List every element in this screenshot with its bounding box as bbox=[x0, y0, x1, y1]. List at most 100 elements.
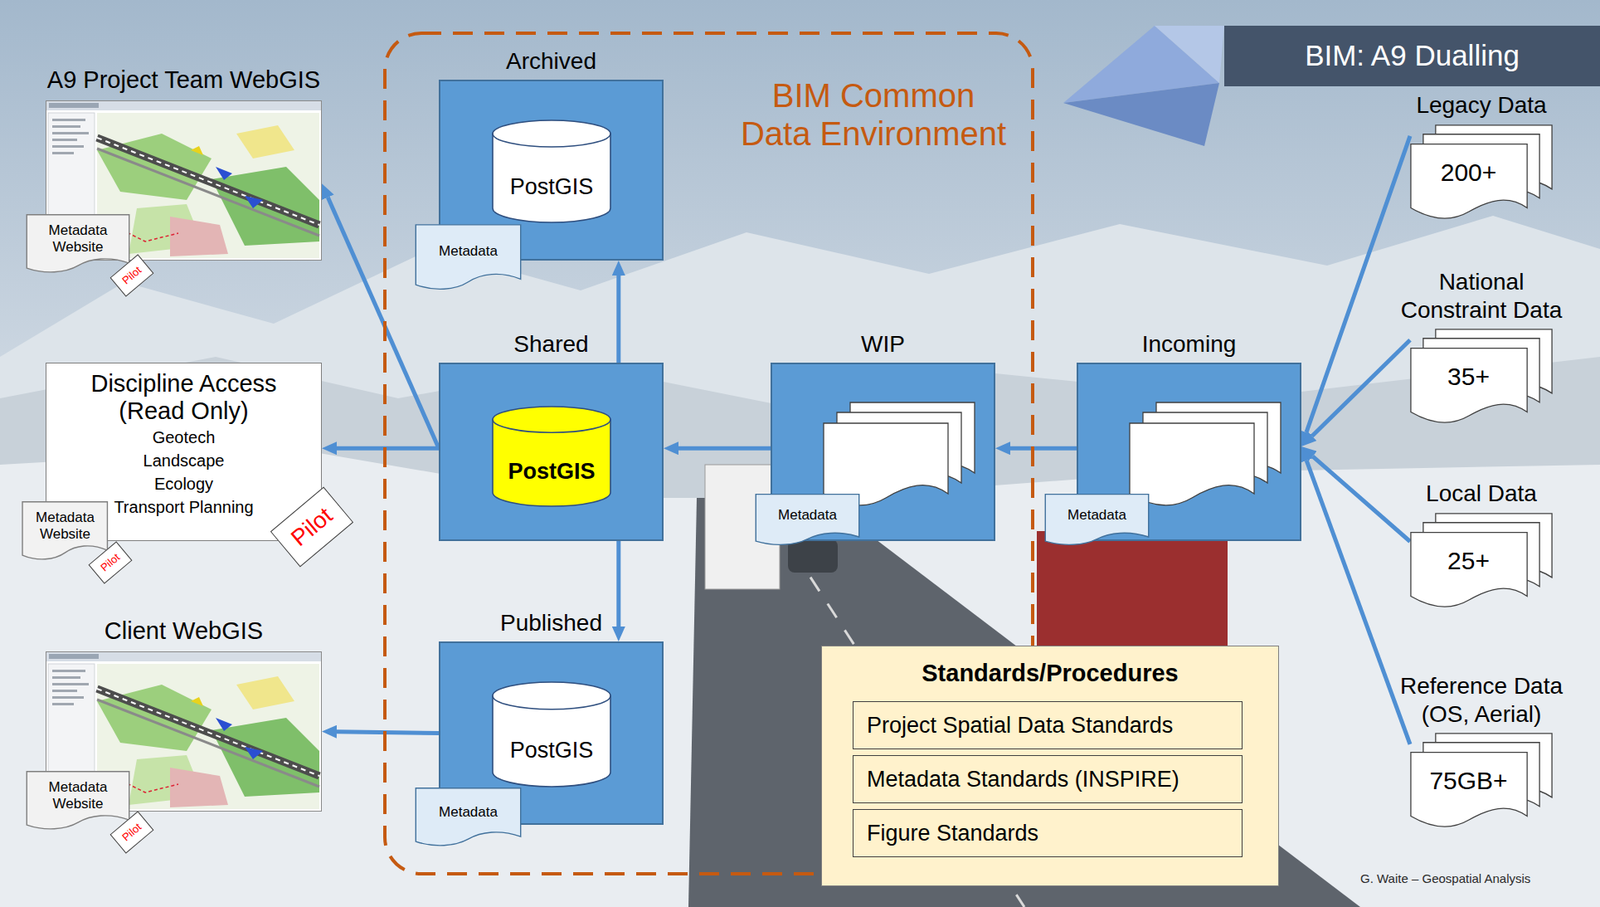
pilot-label: Pilot bbox=[285, 501, 339, 553]
access-text: Transport Planning bbox=[113, 495, 255, 519]
decor-path bbox=[97, 699, 320, 787]
decor-rect bbox=[52, 689, 78, 692]
decor-rect bbox=[45, 651, 322, 662]
decor-path bbox=[1129, 423, 1255, 506]
decor-ellipse bbox=[492, 406, 611, 433]
document-stack bbox=[1128, 401, 1282, 507]
source-text: Legacy Data bbox=[1390, 91, 1573, 120]
car bbox=[787, 539, 838, 573]
decor-rect bbox=[52, 702, 74, 706]
stage-box: WIPMetadata bbox=[770, 362, 996, 541]
metadata-document: Metadata bbox=[1044, 493, 1150, 548]
decor-rect bbox=[52, 675, 81, 679]
data-source-stack: Legacy Data200+ bbox=[1410, 124, 1553, 220]
decor-path bbox=[1045, 494, 1148, 545]
diagram-title: BIM: A9 Dualling bbox=[1304, 38, 1520, 73]
data-source-stack: Local Data25+ bbox=[1410, 512, 1553, 608]
metadata-website-label: Metadata Website bbox=[29, 778, 127, 812]
document-stack bbox=[822, 401, 976, 507]
decor-polygon bbox=[215, 717, 233, 731]
decor-path bbox=[97, 148, 320, 236]
decor-path bbox=[1410, 144, 1528, 219]
road bbox=[688, 497, 1361, 907]
database-label: PostGIS bbox=[509, 737, 595, 764]
stage-box: ArchivedPostGISMetadata bbox=[438, 79, 664, 261]
stage-box: IncomingMetadata bbox=[1076, 362, 1302, 541]
decor-rect bbox=[52, 125, 81, 128]
metadata-label: Metadata bbox=[418, 803, 519, 821]
decor-polygon bbox=[190, 696, 204, 706]
decor-rect bbox=[52, 118, 86, 122]
decor-polygon bbox=[215, 166, 233, 180]
decor-path bbox=[415, 224, 521, 290]
metadata-label: Metadata bbox=[1047, 506, 1147, 524]
stage-label: WIP bbox=[772, 330, 994, 358]
decor-ellipse bbox=[492, 120, 611, 147]
data-source-stack: National Constraint Data35+ bbox=[1410, 328, 1553, 424]
data-source-stack: Reference Data (OS, Aerial)75GB+ bbox=[1410, 732, 1553, 828]
pilot-label: Pilot bbox=[119, 820, 145, 845]
access-text: Ecology bbox=[153, 471, 214, 496]
stage-box: PublishedPostGISMetadata bbox=[438, 641, 664, 825]
flow-arrow bbox=[1313, 456, 1411, 542]
decor-rect bbox=[52, 145, 84, 148]
decor-polygon bbox=[236, 125, 295, 159]
postgis-database: PostGIS bbox=[491, 118, 613, 224]
flow-arrow bbox=[336, 731, 439, 734]
decor-path bbox=[823, 423, 949, 506]
database-label: PostGIS bbox=[509, 174, 595, 200]
region-title: BIM Common Data Environment bbox=[732, 76, 1015, 153]
metadata-document: Metadata bbox=[414, 787, 522, 849]
footer-holder: G. Waite – Geospatial Analysis bbox=[1360, 870, 1531, 886]
decor-polygon bbox=[170, 216, 229, 257]
flow-arrow bbox=[336, 446, 439, 451]
title-banner bbox=[1224, 25, 1600, 87]
prism-facet bbox=[1063, 82, 1220, 146]
standard-label: Project Spatial Data Standards bbox=[866, 712, 1229, 739]
postgis-database: PostGIS bbox=[491, 404, 613, 508]
pilot-label: Pilot bbox=[97, 550, 123, 575]
decor-path bbox=[26, 214, 129, 273]
flow-arrow bbox=[678, 446, 771, 451]
flow-arrow bbox=[1010, 446, 1077, 451]
decor-polygon bbox=[244, 746, 263, 759]
standards-panel: Standards/ProceduresProject Spatial Data… bbox=[821, 645, 1280, 886]
webgis-screenshot: Client WebGISMetadata WebsitePilot bbox=[45, 651, 322, 812]
flow-arrow bbox=[1312, 340, 1411, 437]
decor-path bbox=[22, 501, 107, 560]
database-label: PostGIS bbox=[507, 458, 597, 485]
decor-path bbox=[1410, 532, 1528, 608]
stage-label: Published bbox=[440, 609, 662, 637]
pilot-tag: Pilot bbox=[110, 810, 155, 853]
decor-path bbox=[1410, 348, 1528, 424]
metadata-website-label: Metadata Website bbox=[29, 222, 127, 255]
webgis-label: Client WebGIS bbox=[45, 617, 322, 645]
flow-arrow bbox=[1306, 460, 1411, 745]
webgis-screenshot: A9 Project Team WebGISMetadata WebsitePi… bbox=[45, 100, 322, 261]
metadata-label: Metadata bbox=[758, 506, 857, 524]
cylinder-shape bbox=[491, 404, 613, 508]
standard-item: Project Spatial Data Standards bbox=[852, 700, 1243, 749]
stage-label: Incoming bbox=[1078, 330, 1300, 358]
decor-polygon bbox=[170, 767, 229, 808]
cylinder-shape bbox=[491, 118, 613, 224]
decor-polygon bbox=[244, 195, 263, 209]
metadata-label: Metadata bbox=[418, 243, 519, 260]
title-holder: BIM: A9 Dualling bbox=[1224, 25, 1600, 87]
pilot-label: Pilot bbox=[119, 263, 145, 288]
pilot-tag: Pilot bbox=[270, 486, 354, 568]
decor-path bbox=[755, 494, 859, 545]
decor-path bbox=[97, 137, 320, 225]
decor-path bbox=[1410, 752, 1528, 827]
source-text: Local Data bbox=[1390, 479, 1573, 508]
metadata-website-document: Metadata WebsitePilot bbox=[25, 213, 131, 276]
decor-polygon bbox=[236, 675, 295, 710]
standards-title: Standards/Procedures bbox=[830, 659, 1270, 687]
metadata-website-document: Metadata WebsitePilot bbox=[25, 770, 131, 832]
decor-rect bbox=[52, 695, 84, 699]
metadata-document: Metadata bbox=[414, 223, 522, 293]
access-text: Landscape bbox=[142, 448, 226, 472]
